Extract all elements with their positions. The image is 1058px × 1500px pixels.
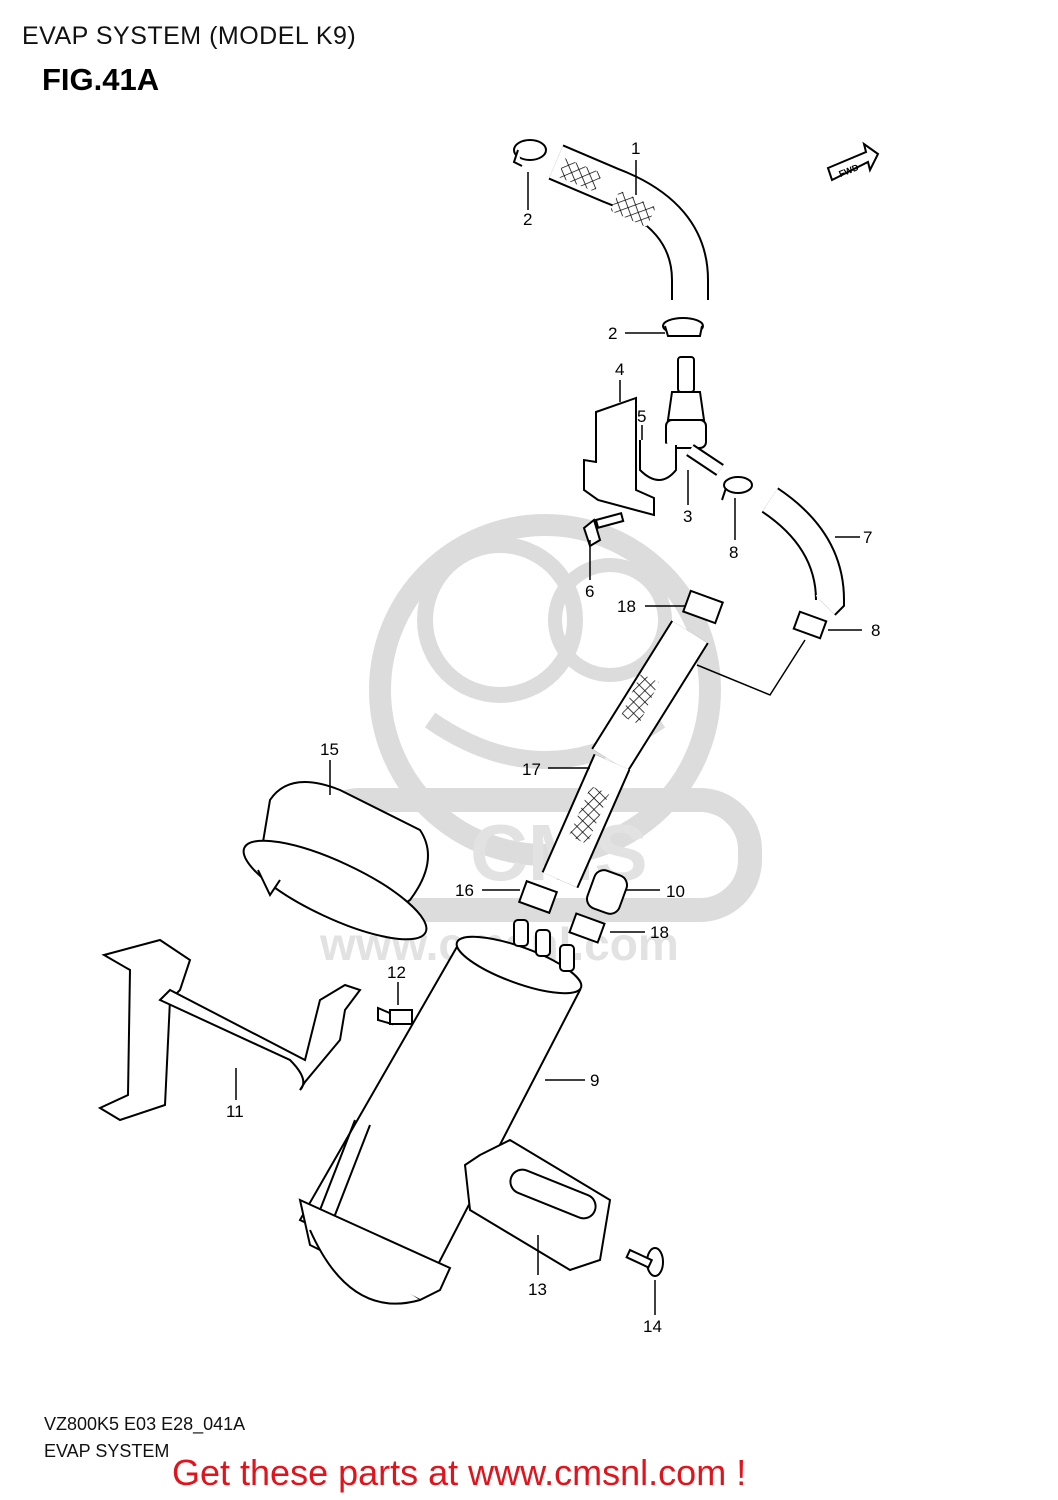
part-2-clamp-mid <box>662 317 704 337</box>
promo-link[interactable]: Get these parts at www.cmsnl.com ! <box>172 1452 747 1493</box>
figure-number: FIG.41A <box>42 62 160 97</box>
part-3-valve <box>665 356 724 476</box>
leader-lines <box>235 160 862 1315</box>
diagram-code: VZ800K5 E03 E28_041A <box>44 1414 246 1434</box>
callout-14: 14 <box>643 1317 662 1336</box>
part-10-hose <box>586 869 628 915</box>
callout-2: 2 <box>523 210 532 229</box>
part-15-filter <box>242 781 429 941</box>
callout-15: 15 <box>320 740 339 759</box>
part-18-clamp-upper <box>681 589 725 625</box>
callout-4: 4 <box>615 360 624 379</box>
callout-16: 16 <box>455 881 474 900</box>
part-13-bracket <box>463 1138 612 1272</box>
part-7-hose <box>761 487 846 616</box>
callout-18: 18 <box>617 597 636 616</box>
callout-labels: 1 2 2 3 4 5 6 7 8 8 9 10 11 12 13 14 15 … <box>226 139 880 1336</box>
callout-17: 17 <box>522 760 541 779</box>
callout-2: 2 <box>608 324 617 343</box>
part-9-canister <box>298 919 583 1305</box>
part-8-clamp-lower <box>792 610 828 640</box>
callout-8: 8 <box>871 621 880 640</box>
callout-8: 8 <box>729 543 738 562</box>
part-16-clamp <box>517 879 559 915</box>
callout-6: 6 <box>585 582 594 601</box>
part-14-screw <box>625 1247 664 1277</box>
part-17-hose <box>541 620 709 889</box>
callout-13: 13 <box>528 1280 547 1299</box>
callout-10: 10 <box>666 882 685 901</box>
part-8-clamp-upper <box>721 476 753 501</box>
callout-7: 7 <box>863 528 872 547</box>
callout-5: 5 <box>637 407 646 426</box>
part-1-hose <box>548 144 709 300</box>
callout-18: 18 <box>650 923 669 942</box>
part-12-bolt <box>377 1006 413 1026</box>
fwd-arrow-icon: FWD <box>826 141 880 186</box>
callout-9: 9 <box>590 1071 599 1090</box>
diagram-subtitle: EVAP SYSTEM <box>44 1441 170 1461</box>
part-18-clamp-lower <box>568 912 606 944</box>
page-title: EVAP SYSTEM (MODEL K9) <box>22 22 357 50</box>
callout-11: 11 <box>226 1102 244 1121</box>
part-6-bolt <box>582 512 625 548</box>
part-4-bracket <box>583 396 677 517</box>
part-11-bracket <box>97 938 362 1122</box>
callout-3: 3 <box>683 507 692 526</box>
callout-12: 12 <box>387 963 406 982</box>
callout-1: 1 <box>631 139 640 158</box>
part-2-clamp-top <box>512 139 547 167</box>
